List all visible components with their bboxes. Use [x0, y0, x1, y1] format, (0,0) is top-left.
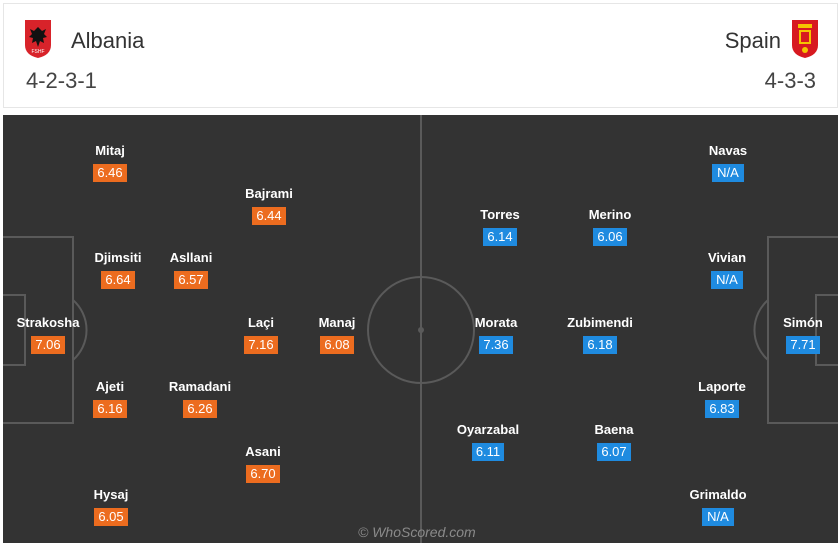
player-home-djimsiti[interactable]: Djimsiti 6.64	[73, 250, 163, 289]
player-rating: 6.06	[593, 228, 627, 246]
player-rating: 6.14	[483, 228, 517, 246]
player-name: Merino	[588, 207, 632, 222]
player-rating: 6.83	[705, 400, 739, 418]
player-home-ajeti[interactable]: Ajeti 6.16	[65, 379, 155, 418]
pitch: Mitaj 6.46 Bajrami 6.44 Djimsiti 6.64 As…	[3, 115, 838, 543]
player-rating: N/A	[712, 164, 744, 182]
player-rating: 6.64	[101, 271, 135, 289]
away-formation: 4-3-3	[764, 68, 816, 93]
player-away-laporte[interactable]: Laporte 6.83	[677, 379, 767, 418]
match-header: FSHF Albania 4-2-3-1 Spain 4-3-3	[3, 3, 838, 108]
player-name: Manaj	[318, 315, 356, 330]
player-rating: 6.05	[94, 508, 128, 526]
player-away-vivian[interactable]: Vivian N/A	[682, 250, 772, 289]
player-away-simon[interactable]: Simón 7.71	[758, 315, 839, 354]
home-team-name: Albania	[71, 28, 145, 53]
player-name: Vivian	[707, 250, 747, 265]
away-team-name: Spain	[724, 28, 781, 53]
home-formation: 4-2-3-1	[26, 68, 97, 93]
watermark: © WhoScored.com	[358, 524, 476, 540]
player-name: Baena	[594, 422, 634, 437]
player-rating: 6.16	[93, 400, 127, 418]
player-away-grimaldo[interactable]: Grimaldo N/A	[673, 487, 763, 526]
player-rating: 6.07	[597, 443, 631, 461]
player-rating: 6.46	[93, 164, 127, 182]
player-name: Simón	[783, 315, 823, 330]
player-name: Asani	[245, 444, 281, 459]
player-name: Torres	[480, 207, 520, 222]
player-name: Zubimendi	[567, 315, 633, 330]
player-rating: N/A	[711, 271, 743, 289]
player-home-hysaj[interactable]: Hysaj 6.05	[66, 487, 156, 526]
player-name: Hysaj	[93, 487, 129, 502]
player-away-oyarzabal[interactable]: Oyarzabal 6.11	[443, 422, 533, 461]
player-rating: 6.08	[320, 336, 354, 354]
player-name: Mitaj	[95, 143, 125, 158]
svg-text:FSHF: FSHF	[31, 49, 44, 55]
player-home-laci[interactable]: Laçi 7.16	[216, 315, 306, 354]
player-away-merino[interactable]: Merino 6.06	[565, 207, 655, 246]
player-away-navas[interactable]: Navas N/A	[683, 143, 773, 182]
player-away-zubimendi[interactable]: Zubimendi 6.18	[555, 315, 645, 354]
spain-crest-icon	[792, 20, 818, 58]
player-rating: 7.06	[31, 336, 65, 354]
player-home-strakosha[interactable]: Strakosha 7.06	[3, 315, 93, 354]
player-rating: 6.18	[583, 336, 617, 354]
player-name: Laçi	[247, 315, 274, 330]
player-home-asani[interactable]: Asani 6.70	[218, 444, 308, 483]
player-rating: 7.71	[786, 336, 820, 354]
player-rating: 6.26	[183, 400, 217, 418]
player-home-ramadani[interactable]: Ramadani 6.26	[155, 379, 245, 418]
player-away-torres[interactable]: Torres 6.14	[455, 207, 545, 246]
player-name: Laporte	[698, 379, 746, 394]
player-name: Ajeti	[95, 379, 125, 394]
albania-crest-icon: FSHF	[25, 20, 51, 58]
player-home-manaj[interactable]: Manaj 6.08	[292, 315, 382, 354]
player-home-asllani[interactable]: Asllani 6.57	[146, 250, 236, 289]
player-name: Oyarzabal	[456, 422, 520, 437]
player-away-baena[interactable]: Baena 6.07	[569, 422, 659, 461]
player-rating: 6.57	[174, 271, 208, 289]
player-home-bajrami[interactable]: Bajrami 6.44	[224, 186, 314, 225]
player-name: Grimaldo	[689, 487, 747, 502]
player-name: Bajrami	[245, 186, 293, 201]
player-name: Navas	[708, 143, 748, 158]
player-rating: 6.70	[246, 465, 280, 483]
player-rating: 6.44	[252, 207, 286, 225]
player-rating: N/A	[702, 508, 734, 526]
player-name: Asllani	[169, 250, 213, 265]
player-rating: 6.11	[471, 443, 505, 461]
player-name: Djimsiti	[94, 250, 142, 265]
pitch-lines	[3, 115, 838, 543]
player-rating: 7.36	[479, 336, 513, 354]
player-away-morata[interactable]: Morata 7.36	[451, 315, 541, 354]
player-name: Morata	[474, 315, 518, 330]
player-name: Ramadani	[168, 379, 232, 394]
player-rating: 7.16	[244, 336, 278, 354]
player-home-mitaj[interactable]: Mitaj 6.46	[65, 143, 155, 182]
player-name: Strakosha	[16, 315, 80, 330]
